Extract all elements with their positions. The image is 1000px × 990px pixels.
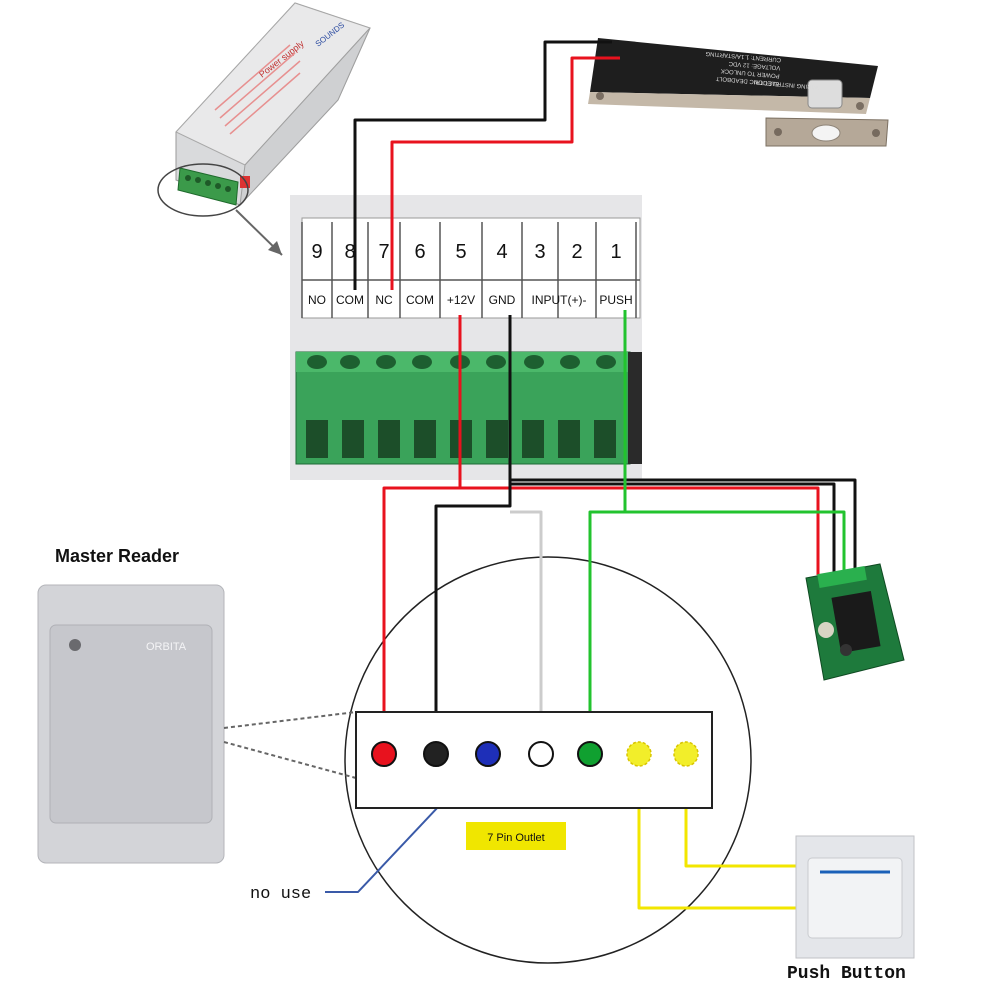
seven-pin-outlet: 7 Pin Outlet <box>355 711 713 850</box>
svg-text:WIRING INSTRUCTION: WIRING INSTRUCTION <box>754 78 819 90</box>
terminal-number: 1 <box>610 241 621 263</box>
terminal-label-input: INPUT(+)- <box>532 293 587 307</box>
power-supply: SOUNDS Power supply <box>157 2 371 256</box>
svg-text:VOLTAGE: 12 VDC: VOLTAGE: 12 VDC <box>728 60 781 71</box>
wire-red-to-module <box>460 486 820 575</box>
outlet-pin <box>528 741 554 767</box>
terminal-number: 6 <box>414 241 425 263</box>
terminal-number: 3 <box>534 241 545 263</box>
outlet-pin <box>475 741 501 767</box>
outlet-pin <box>577 741 603 767</box>
outlet-zoom-circle <box>344 556 752 964</box>
terminal-number: 4 <box>496 241 507 263</box>
wire-green-push <box>623 310 846 575</box>
electric-lock: ELECTRIC DEADBOLT POWER TO UNLOCK VOLTAG… <box>588 38 889 147</box>
terminal-label-com: COM <box>336 293 364 307</box>
terminal-label-gnd: GND <box>489 293 516 307</box>
wire-black-lock-com <box>353 40 612 290</box>
no-use-label: no use <box>250 885 311 904</box>
relay-module <box>805 563 905 681</box>
wire-black-gnd <box>434 315 512 740</box>
outlet-pin <box>423 741 449 767</box>
svg-text:POWER TO UNLOCK: POWER TO UNLOCK <box>721 67 780 78</box>
push-button: Push Button <box>787 835 915 984</box>
terminal-label-no: NO <box>308 293 326 307</box>
outlet-pin <box>673 741 699 767</box>
push-button-label: Push Button <box>787 964 906 984</box>
terminal-label-12v: +12V <box>447 293 475 307</box>
terminal-numbers: 9 8 7 6 5 4 3 2 1 <box>311 241 621 263</box>
outlet-label: 7 Pin Outlet <box>487 832 544 844</box>
terminal-number: 5 <box>455 241 466 263</box>
wire-black-to-module-b <box>510 482 836 575</box>
wire-white <box>510 510 543 740</box>
wire-yellow-1 <box>637 760 800 910</box>
terminal-labels: NO COM NC COM +12V GND INPUT(+)- PUSH <box>308 293 633 307</box>
terminal-block: 9 8 7 6 5 4 3 2 1 NO COM NC COM +12V GND… <box>290 195 642 480</box>
outlet-pin <box>626 741 652 767</box>
power-supply-red-text <box>214 44 301 135</box>
zoom-highlight-ellipse <box>157 163 249 217</box>
outlet-pin <box>371 741 397 767</box>
wire-red-lock-nc <box>390 56 620 290</box>
terminal-number: 2 <box>571 241 582 263</box>
wire-black-to-module-a <box>510 478 857 575</box>
terminal-label-nc: NC <box>375 293 393 307</box>
terminal-label-push: PUSH <box>599 293 632 307</box>
wire-green-to-pin <box>588 510 844 740</box>
outlet-pins <box>371 741 699 767</box>
master-reader: Master Reader ORBITA <box>37 546 357 864</box>
reader-title: Master Reader <box>55 546 179 566</box>
terminal-number: 9 <box>311 241 322 263</box>
terminal-number: 7 <box>378 241 389 263</box>
svg-text:ELECTRIC DEADBOLT: ELECTRIC DEADBOLT <box>715 75 779 87</box>
reader-brand: ORBITA <box>146 641 187 653</box>
terminal-label-com: COM <box>406 293 434 307</box>
terminal-number: 8 <box>344 241 355 263</box>
wire-red-12v <box>382 315 462 740</box>
